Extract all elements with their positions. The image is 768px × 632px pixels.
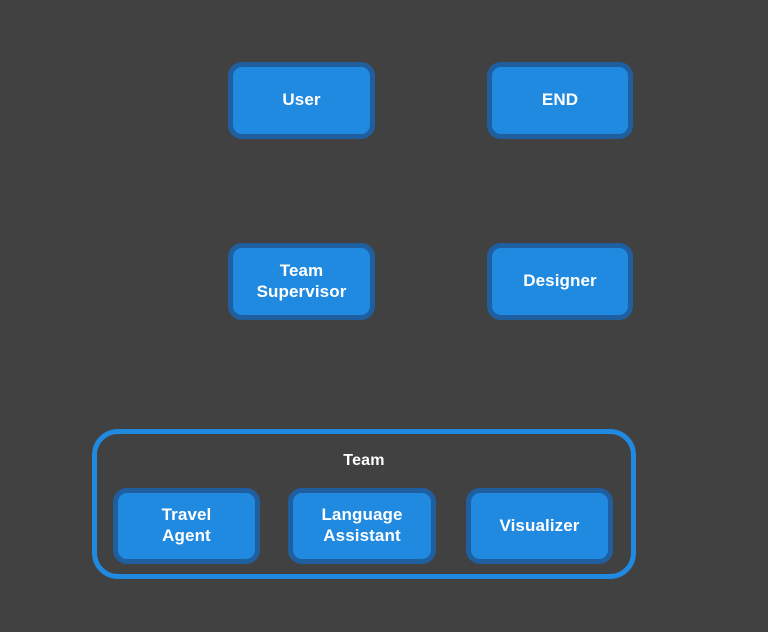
node-user-label: User <box>282 90 321 110</box>
cluster-team[interactable]: Team <box>92 429 636 579</box>
node-end-label: END <box>541 90 579 110</box>
node-language-assistant-label: Language Assistant <box>321 505 403 545</box>
node-visualizer[interactable]: Visualizer <box>466 488 613 564</box>
node-designer-label: Designer <box>523 271 597 291</box>
node-travel-agent-label: Travel Agent <box>161 505 212 545</box>
node-team-supervisor[interactable]: Team Supervisor <box>228 243 375 320</box>
node-language-assistant[interactable]: Language Assistant <box>288 488 436 564</box>
node-designer[interactable]: Designer <box>487 243 633 320</box>
node-end[interactable]: END <box>487 62 633 139</box>
node-visualizer-label: Visualizer <box>499 515 580 535</box>
node-travel-agent[interactable]: Travel Agent <box>113 488 260 564</box>
node-team-supervisor-label: Team Supervisor <box>256 260 347 301</box>
node-user[interactable]: User <box>228 62 375 139</box>
cluster-team-title: Team <box>343 452 385 469</box>
